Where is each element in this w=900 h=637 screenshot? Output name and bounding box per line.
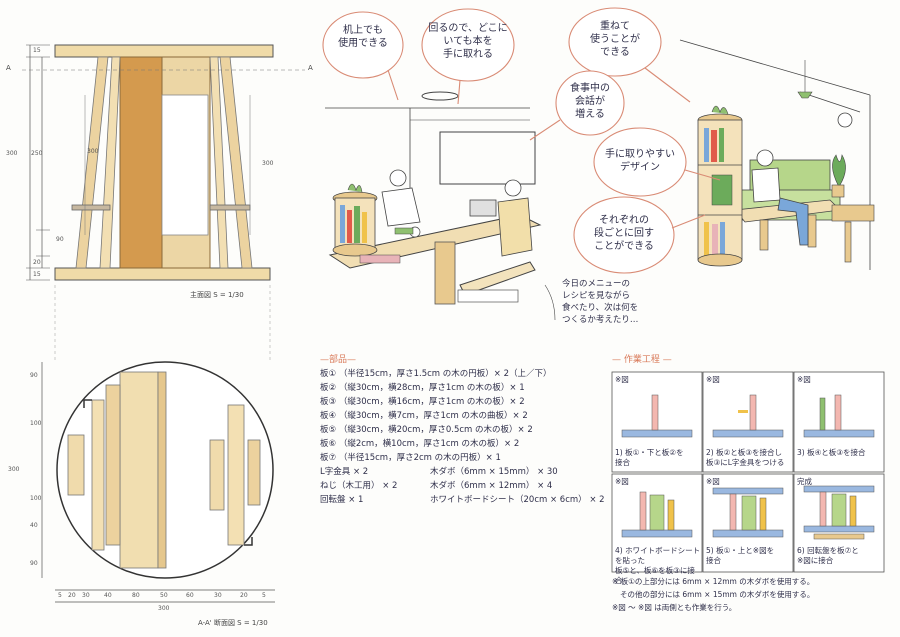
- step-2-caption: 2) 板②と板③を接合し 板③にL字金具をつける: [706, 448, 785, 467]
- extra-item: ねじ（木工用） × 2: [320, 481, 398, 491]
- dim-bottom-9: 20: [240, 592, 248, 599]
- dim-bottom-3: 30: [82, 592, 90, 599]
- step-3-header: ※図: [797, 375, 811, 384]
- dim-bottom-10: 5: [262, 592, 266, 599]
- parts-title: —部品—: [320, 355, 357, 365]
- leg-right-inner: [209, 56, 229, 269]
- step-3-caption: 3) 板④と板③を接合: [797, 448, 866, 457]
- dim-bottom-6: 50: [160, 592, 168, 599]
- step-4-caption: 4) ホワイトボードシートを貼った 板⑤と、板⑥を板③に接合: [615, 546, 701, 585]
- section-panel-back: [119, 371, 159, 569]
- dim-sec-2: 100: [30, 420, 42, 427]
- step-note-1: ※ 板①の上部分には 6mm × 12mm の木ダボを使用する。: [612, 577, 815, 586]
- dim-bottom-5: 80: [132, 592, 140, 599]
- dim-front-inner-right: 300: [262, 160, 274, 167]
- bubble-shape-4: [555, 70, 625, 136]
- step-1-caption: 1) 板①・下と板②を 接合: [615, 448, 684, 467]
- bubble-3: 重ねて 使うことが できる: [590, 21, 640, 58]
- step-5-header: ※図: [706, 477, 720, 486]
- dim-bottom-4: 40: [104, 592, 112, 599]
- bubble-shape-5: [593, 127, 687, 197]
- extra-item: 木ダボ（6mm × 15mm） × 30: [430, 467, 558, 477]
- whiteboard-window: [161, 94, 209, 236]
- bubble-shape-2: [421, 8, 515, 82]
- living-scene: [679, 39, 875, 270]
- extra-item: L字金具 × 2: [320, 467, 369, 477]
- bubble-shape-3: [568, 7, 662, 77]
- section-left-bar1: [91, 399, 105, 551]
- part-item: 板① （半径15cm，厚さ1.5cm の木の円板）× 2（上／下）: [320, 369, 552, 379]
- leg-left-outer: [75, 56, 109, 269]
- part-item: 板② （縦30cm，横28cm，厚さ1cm の木の板）× 1: [320, 383, 525, 393]
- step-5-caption: 5) 板①・上と※図を 接合: [706, 546, 775, 565]
- dim-front-6: 15: [33, 271, 41, 278]
- step-note-2: その他の部分には 6mm × 15mm の木ダボを使用する。: [620, 590, 815, 599]
- dim-bottom-1: 5: [58, 592, 62, 599]
- dining-scene: [325, 91, 542, 305]
- dim-front-inner-left: 300: [87, 148, 99, 155]
- section-left-bar3: [67, 434, 85, 496]
- dim-sec-4: 100: [30, 495, 42, 502]
- step-6-header: 完成: [797, 477, 812, 486]
- part-item: 板⑤ （縦30cm，横20cm，厚さ0.5cm の木の板）× 2: [320, 425, 533, 435]
- extra-item: 回転盤 × 1: [320, 495, 364, 505]
- bubble-2: 回るので、どこに いても本を 手に取れる: [428, 23, 508, 60]
- scene-caption: 今日のメニューの レシピを見ながら 食べたり、次は何を つくるか考えたり…: [562, 279, 639, 325]
- section-panel-divider: [157, 371, 167, 569]
- bubble-shape-6: [573, 196, 675, 274]
- dim-front-1: 15: [33, 47, 41, 54]
- dim-bottom-2: 20: [68, 592, 76, 599]
- step-note-3: ※図 〜 ※図 は両側とも作業を行う。: [612, 603, 737, 612]
- part-item: 板⑦ （半径15cm，厚さ2cm の木の円板）× 1: [320, 453, 501, 463]
- bubble-1: 机上でも 使用できる: [338, 25, 388, 49]
- bubble-6: それぞれの 段ごとに回す ことができる: [594, 215, 654, 252]
- step-4-header: ※図: [615, 477, 629, 486]
- section-right-bar1: [209, 439, 225, 511]
- dim-sec-1: 90: [30, 372, 38, 379]
- extra-item: ホワイトボードシート（20cm × 6cm） × 2: [430, 495, 605, 505]
- leg-left-inner: [99, 56, 121, 269]
- dim-front-4: 90: [56, 236, 64, 243]
- section-marker-left: A: [6, 64, 11, 72]
- dim-sec-3: 300: [8, 466, 20, 473]
- dim-front-5: 20: [33, 259, 41, 266]
- part-item: 板④ （縦30cm，横7cm，厚さ1cm の木の曲板）× 2: [320, 411, 528, 421]
- step-6-caption: 6) 回転盤を板⑦と ※図に接合: [797, 546, 859, 565]
- part-item: 板③ （縦30cm，横16cm，厚さ1cm の木の板）× 2: [320, 397, 525, 407]
- dim-sec-6: 90: [30, 560, 38, 567]
- dim-front-2: 300: [6, 150, 18, 157]
- center-panel: [119, 56, 163, 269]
- parts-list: —部品— 板① （半径15cm，厚さ1.5cm の木の円板）× 2（上／下） 板…: [320, 352, 605, 509]
- dim-sec-5: 40: [30, 522, 38, 529]
- leg-right-outer: [219, 56, 253, 269]
- step-1-header: ※図: [615, 375, 629, 384]
- section-left-bar2: [105, 384, 121, 546]
- steps-title: — 作業工程 —: [612, 355, 672, 365]
- front-view-caption: 主面図 S = 1/30: [190, 291, 244, 299]
- part-item: 板⑥ （縦2cm，横10cm，厚さ1cm の木の板）× 2: [320, 439, 520, 449]
- extra-item: 木ダボ（6mm × 12mm） × 4: [430, 481, 553, 491]
- section-view-caption: A-A' 断面図 S = 1/30: [198, 619, 268, 627]
- bubble-4: 食事中の 会話が 増える: [570, 83, 610, 120]
- section-right-bar3: [247, 439, 261, 506]
- section-right-bar2: [227, 404, 245, 546]
- dim-bottom-8: 30: [214, 592, 222, 599]
- section-marker-right: A: [308, 64, 313, 72]
- bubble-5: 手に取りやすい デザイン: [605, 149, 675, 173]
- shelf-plate-left: [71, 204, 111, 211]
- dim-bottom-7: 60: [186, 592, 194, 599]
- bubble-shape-1: [322, 11, 404, 79]
- step-2-header: ※図: [706, 375, 720, 384]
- dim-front-3: 250: [31, 150, 43, 157]
- dim-total: 300: [158, 605, 170, 612]
